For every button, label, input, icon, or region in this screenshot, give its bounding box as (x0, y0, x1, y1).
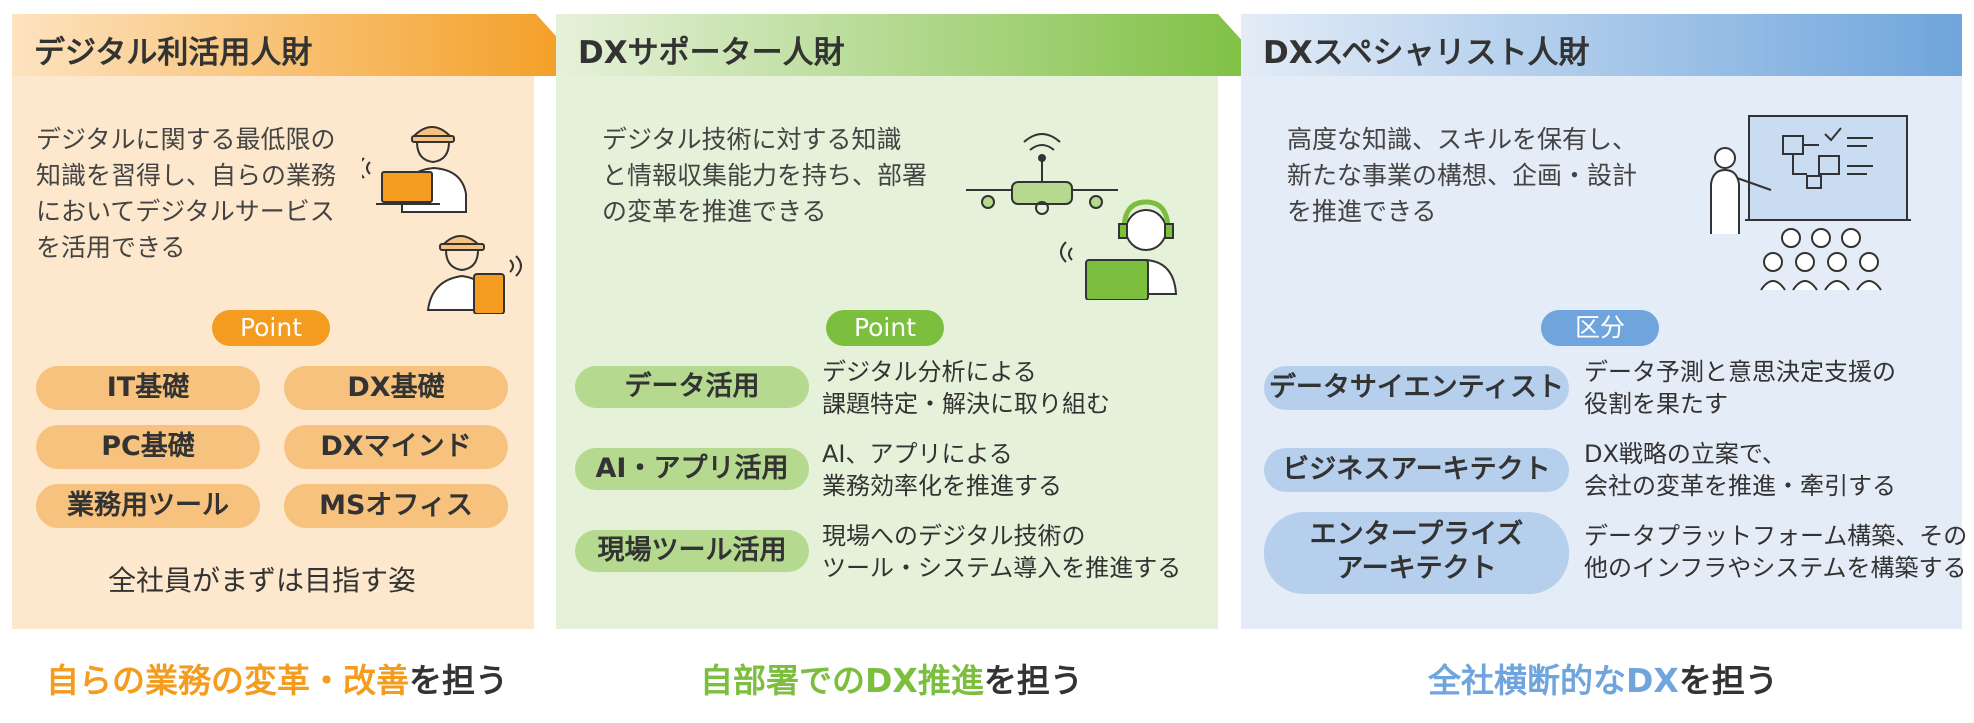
role-chip-field-tool: 現場ツール活用 (575, 530, 809, 572)
skill-chip: MSオフィス (284, 484, 508, 528)
role-chip-ai-app: AI・アプリ活用 (575, 448, 809, 490)
role-chip-data-scientist: データサイエンティスト (1264, 366, 1569, 410)
workers-with-laptop-tablet-icon (362, 126, 522, 314)
footer-caption-col3: 全社横断的なDXを担う (1428, 661, 1778, 700)
role-description: 現場へのデジタル技術の ツール・システム導入を推進する (822, 522, 1182, 582)
skill-chip: IT基礎 (36, 366, 260, 410)
skill-chip: PC基礎 (36, 425, 260, 469)
role-description: AI、アプリによる 業務効率化を推進する (822, 440, 1062, 500)
skill-chip: DX基礎 (284, 366, 508, 410)
column-digital-utilization: デジタル利活用人財 デジタルに関する最低限の 知識を習得し、自らの業務 において… (12, 14, 592, 629)
column-header-banner (1241, 14, 1962, 76)
column-title: デジタル利活用人財 (34, 35, 313, 71)
role-description: データ予測と意思決定支援の 役割を果たす (1584, 358, 1896, 418)
point-badge: Point (826, 310, 944, 346)
column-title: DXサポーター人財 (578, 35, 845, 71)
role-chip-business-architect: ビジネスアーキテクト (1264, 448, 1569, 492)
category-badge: 区分 (1541, 310, 1659, 346)
column-title: DXスペシャリスト人財 (1263, 35, 1590, 71)
footer-caption-col1: 自らの業務の変革・改善を担う (46, 661, 508, 700)
footer-caption-col2: 自部署でのDX推進を担う (700, 661, 1083, 700)
column-description: デジタル技術に対する知識 と情報収集能力を持ち、部署 の変革を推進できる (602, 125, 928, 226)
column-header-banner (556, 14, 1274, 76)
column-header-banner (12, 14, 592, 76)
skill-chip: 業務用ツール (36, 484, 260, 528)
role-description: DX戦略の立案で、 会社の変革を推進・牽引する (1584, 440, 1896, 500)
closing-text: 全社員がまずは目指す姿 (108, 564, 417, 597)
point-badge: Point (212, 310, 330, 346)
role-chip-enterprise-architect: エンタープライズ アーキテクト (1264, 512, 1569, 594)
column-dx-specialist: DXスペシャリスト人財 高度な知識、スキルを保有し、 新たな事業の構想、企画・設… (1241, 14, 1967, 629)
drone-operator-icon (966, 133, 1178, 300)
column-dx-supporter: DXサポーター人財 デジタル技術に対する知識 と情報収集能力を持ち、部署 の変革… (556, 14, 1274, 629)
role-description: データプラットフォーム構築、その 他のインフラやシステムを構築する (1584, 522, 1968, 582)
skill-chip: DXマインド (284, 425, 508, 469)
column-description: デジタルに関する最低限の 知識を習得し、自らの業務 においてデジタルサービス を… (36, 125, 337, 262)
role-description: デジタル分析による 課題特定・解決に取り組む (822, 358, 1110, 418)
column-description: 高度な知識、スキルを保有し、 新たな事業の構想、企画・設計 を推進できる (1287, 125, 1638, 226)
role-chip-data: データ活用 (575, 366, 809, 408)
presenter-whiteboard-audience-icon (1710, 115, 1911, 291)
